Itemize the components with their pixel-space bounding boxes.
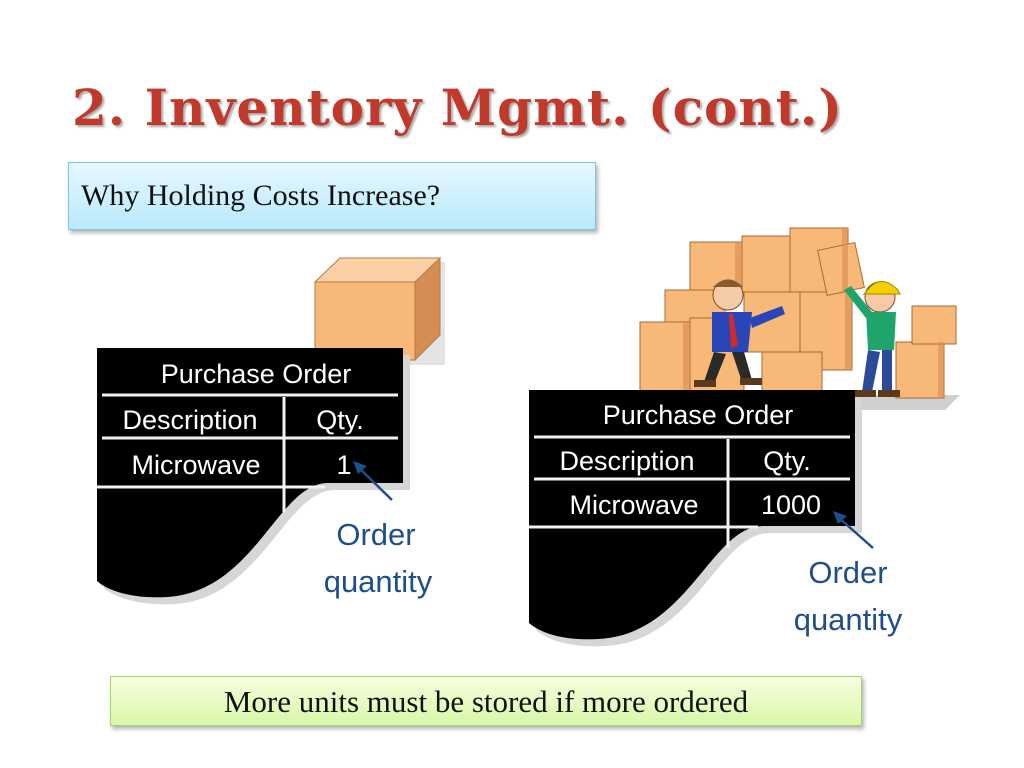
po-small-qty: 1	[336, 450, 351, 480]
po-large-qty: 1000	[761, 490, 821, 520]
slide-title: 2. Inventory Mgmt. (cont.)	[72, 78, 843, 137]
single-box-icon	[313, 256, 445, 365]
po-large-header: Purchase Order	[603, 400, 794, 430]
callout-large-line1: Order	[808, 555, 887, 590]
po-small-item: Microwave	[131, 450, 260, 480]
callout-large: Order quantity	[794, 511, 903, 637]
conclusion-box: More units must be stored if more ordere…	[110, 676, 862, 726]
stacked-boxes-workers-illustration	[639, 227, 960, 410]
callout-small-line2: quantity	[324, 564, 433, 599]
po-large-col-qty: Qty.	[763, 446, 811, 476]
po-small-header: Purchase Order	[161, 359, 352, 389]
callout-small: Order quantity	[324, 461, 433, 599]
callout-small-line1: Order	[336, 517, 415, 552]
callout-large-line2: quantity	[794, 602, 903, 637]
po-small-col-description: Description	[122, 405, 257, 435]
po-large-col-description: Description	[559, 446, 694, 476]
purchase-order-small: Purchase Order Description Qty. Microwav…	[97, 348, 410, 605]
question-box: Why Holding Costs Increase?	[68, 162, 596, 230]
po-small-col-qty: Qty.	[316, 405, 364, 435]
po-large-item: Microwave	[569, 490, 698, 520]
purchase-order-large: Purchase Order Description Qty. Microwav…	[529, 390, 862, 647]
